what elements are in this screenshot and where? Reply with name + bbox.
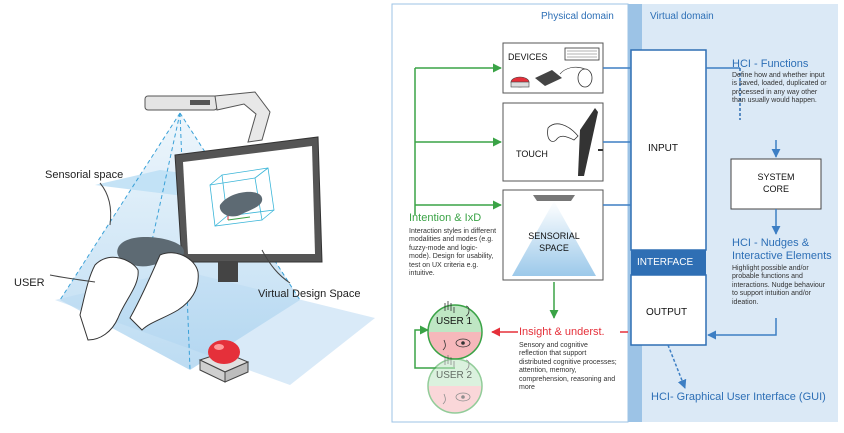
input-box[interactable] [630,49,707,251]
left-hand [79,256,139,341]
hci-nudges-title: HCI - Nudges & Interactive Elements [732,237,832,262]
left-illustration [49,91,375,385]
output-box[interactable] [630,274,707,346]
sensorial-space-label: Sensorial space [45,169,124,181]
right-diagram [391,3,838,423]
sensorial-label: SENSORIAL SPACE [528,231,580,253]
system-core-box[interactable] [730,158,822,210]
devices-label: DEVICES [508,52,548,62]
red-button-device [198,340,250,383]
insight-text: Sensory and cognitive reflection that su… [519,342,617,392]
user2-label: USER 2 [436,370,473,381]
virtual-design-space-label: Virtual Design Space [258,288,361,300]
hci-functions-text: Define how and whether input is saved, l… [732,72,827,105]
output-label: OUTPUT [646,307,688,318]
virtual-object [219,191,263,217]
physical-domain-header: Physical domain [541,11,614,22]
user1-circle[interactable] [427,301,483,360]
intention-text: Interaction styles in different modaliti… [409,228,497,278]
touch-label: TOUCH [516,149,548,159]
gui-label: HCI- Graphical User Interface (GUI) [651,391,826,403]
intention-title: Intention & IxD [409,212,482,224]
interface-box[interactable] [631,250,706,275]
input-label: INPUT [648,143,678,154]
user1-label: USER 1 [436,316,473,327]
hci-functions-title: HCI - Functions [732,58,809,70]
touch-icons [547,108,603,176]
projector [144,91,271,143]
interface-label: INTERFACE [637,257,694,268]
sensorial-icons [512,195,596,276]
right-hand [129,252,199,331]
user2-circle[interactable] [427,355,483,414]
monitor [174,136,323,282]
user-label: USER [14,277,45,289]
insight-title: Insight & underst. [519,326,605,338]
system-core-label: SYSTEM CORE [757,172,795,194]
virtual-domain-header: Virtual domain [650,11,714,22]
hci-nudges-text: Highlight possible and/or probable funct… [732,265,826,306]
devices-icons [510,47,600,88]
